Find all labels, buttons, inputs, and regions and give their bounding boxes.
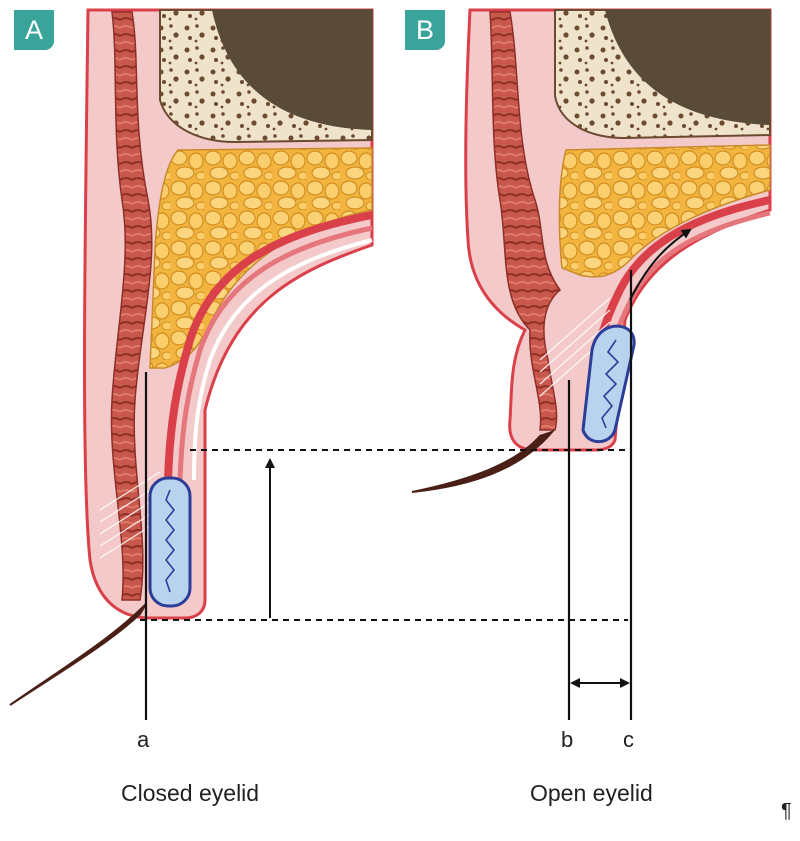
panel-open-eyelid [411,8,772,720]
caption-closed-eyelid: Closed eyelid [121,780,260,806]
orbital-fat-open [558,144,771,278]
levator-layer-outer-open [596,196,771,342]
panel-closed-eyelid [9,8,374,720]
panel-badge-a: A [14,10,54,50]
levator-layer-outer-closed [164,211,373,481]
eyeball-open [605,10,770,125]
panel-badge-b: B [405,10,445,50]
orbicularis-muscle-open [489,11,562,431]
measurement-guides [140,449,630,688]
reference-label-c: c [623,727,634,752]
orbicularis-muscle-closed [110,11,153,601]
eyeball-closed [212,10,372,130]
reference-label-b: b [561,727,574,752]
reference-label-a: a [137,727,150,752]
eyelash-closed [9,603,147,706]
levator-layer-inner-closed [192,238,373,481]
levator-layer-middle-closed [177,225,373,481]
retraction-arrow [629,228,692,301]
caption-open-eyelid: Open eyelid [530,780,653,806]
eyelash-open [411,429,556,493]
paragraph-mark: ¶ [781,800,792,822]
tarsal-plate-closed [148,476,192,608]
tarsal-plate-open [581,324,636,444]
